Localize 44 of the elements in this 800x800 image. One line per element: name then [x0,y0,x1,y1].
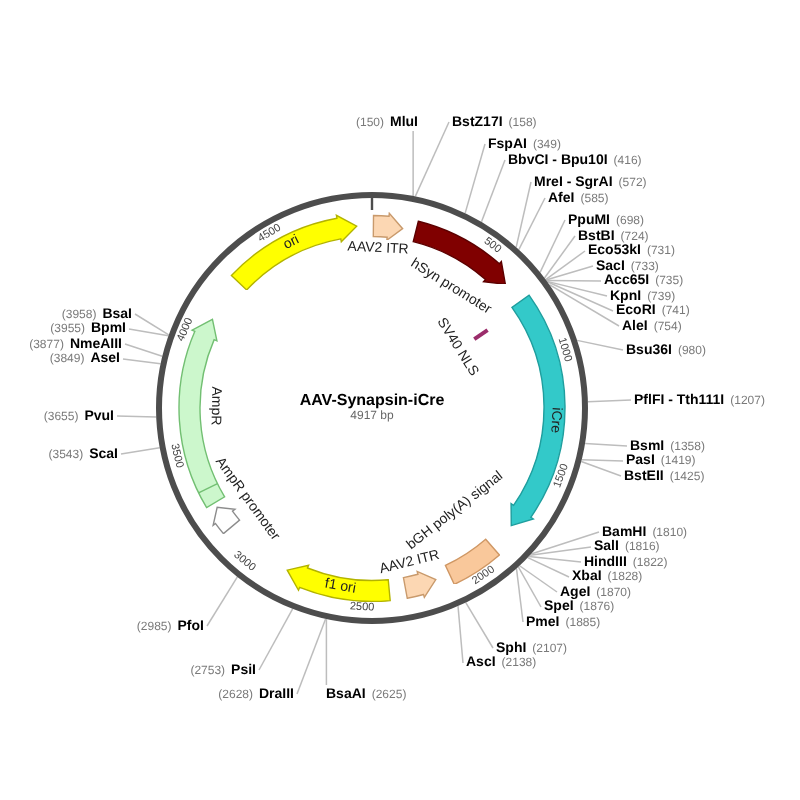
leader-line [480,159,506,223]
leader-line [116,415,157,418]
leader-line [464,143,486,214]
plasmid-feature [443,537,500,585]
leader-line [543,235,576,279]
leader-line [529,546,592,556]
leader-line [325,618,328,686]
leader-line [530,531,600,555]
leader-line [258,608,294,671]
leader-line [517,566,542,608]
leader-line [580,460,622,477]
plasmid-feature [212,505,242,534]
leader-line [580,459,624,462]
leader-line [545,265,594,281]
leader-line [539,219,566,274]
leader-line [548,283,620,327]
leader-line [128,328,170,337]
leader-line [546,280,608,297]
leader-line [584,442,628,447]
leader-line [120,447,161,455]
leader-line [546,281,614,312]
plasmid-feature [372,211,404,241]
leader-line [515,181,532,248]
leader-line [515,567,524,623]
leader-line [206,576,239,627]
plasmid-feature [402,570,437,600]
leader-line [576,339,624,351]
leader-line [134,313,170,336]
leader-line [545,279,602,282]
plasmid-feature [472,327,491,341]
leader-line [122,358,162,365]
leader-line [414,121,450,198]
plasmid-name: AAV-Synapsin-iCre [299,391,445,410]
leader-line [527,556,570,578]
leader-line [587,399,632,403]
leader-line [412,130,414,197]
leader-line [457,605,464,664]
leader-line [544,250,586,281]
leader-line [465,601,494,649]
leader-line [518,565,558,593]
leader-line [124,343,164,357]
leader-line [528,555,582,563]
leader-line [518,197,546,251]
leader-line [296,618,327,695]
